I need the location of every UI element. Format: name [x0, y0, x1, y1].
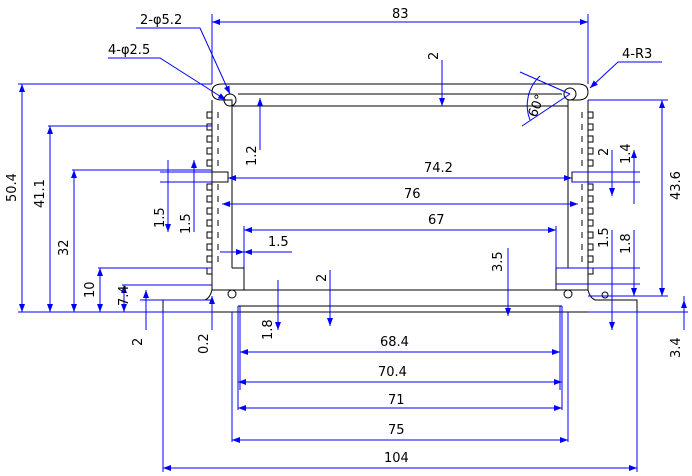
label-side-1-8: 1.8 — [619, 233, 634, 254]
label-hole-small: 4-φ2.5 — [108, 43, 150, 58]
hole-small-right — [563, 289, 573, 299]
label-slot-1-5-a: 1.5 — [153, 207, 168, 228]
hole-large-right — [563, 87, 577, 101]
label-width-83: 83 — [392, 7, 409, 22]
ext-slot-left — [160, 171, 212, 183]
ext-right-small — [556, 171, 640, 285]
label-base-1-8: 1.8 — [261, 319, 276, 340]
extension-lines — [18, 14, 688, 472]
label-base-2: 2 — [131, 338, 146, 346]
label-inner-74-2: 74.2 — [424, 161, 453, 176]
left-card-slot — [212, 171, 229, 183]
right-card-slot — [571, 171, 588, 183]
label-wall-2-mid: 2 — [315, 274, 330, 282]
label-height-7-4: 7.4 — [117, 285, 132, 306]
top-plate-outline — [211, 83, 589, 107]
leader-radius — [589, 61, 662, 89]
label-side-2: 2 — [597, 148, 612, 156]
label-inner-67: 67 — [428, 213, 445, 228]
hole-small-left — [227, 289, 237, 299]
label-base-0-2: 0.2 — [197, 333, 212, 354]
right-bottom-step — [555, 267, 588, 291]
label-wall-2-top: 2 — [427, 52, 442, 60]
label-side-1-4: 1.4 — [619, 143, 634, 164]
left-bottom-step — [212, 267, 245, 291]
label-base-3-4: 3.4 — [669, 337, 684, 358]
left-fins — [206, 111, 212, 275]
dimension-labels: 2-φ5.2 4-φ2.5 4-R3 60° 83 2 1.2 74.2 76 … — [5, 7, 684, 466]
enclosure-profile — [162, 83, 638, 313]
label-hole-large: 2-φ5.2 — [140, 13, 182, 28]
leader-hole-small — [108, 57, 227, 101]
label-side-1-5: 1.5 — [597, 227, 612, 248]
label-angle: 60° — [526, 93, 549, 120]
label-inner-76: 76 — [404, 187, 421, 202]
leader-hole-large — [136, 27, 231, 95]
label-radius: 4-R3 — [622, 47, 652, 62]
label-height-32: 32 — [57, 239, 72, 256]
label-height-10: 10 — [83, 281, 98, 298]
label-height-50-4: 50.4 — [5, 173, 20, 202]
label-gap-1-5: 1.5 — [268, 235, 289, 250]
ext-67 — [243, 226, 557, 268]
angle-rays — [519, 71, 571, 127]
label-width-104: 104 — [384, 451, 409, 466]
label-rib-1-2: 1.2 — [245, 145, 260, 166]
label-step-3-5: 3.5 — [491, 251, 506, 272]
label-height-41-1: 41.1 — [33, 179, 48, 208]
dimension-lines — [18, 14, 688, 472]
right-fins — [588, 111, 594, 275]
label-height-43-6: 43.6 — [669, 171, 684, 200]
label-width-71: 71 — [388, 393, 405, 408]
label-width-68-4: 68.4 — [380, 335, 409, 350]
hole-bottom-right — [601, 291, 609, 299]
label-slot-1-5-b: 1.5 — [179, 213, 194, 234]
label-width-70-4: 70.4 — [378, 365, 407, 380]
bottom-plate — [162, 289, 638, 313]
label-width-75: 75 — [388, 423, 405, 438]
